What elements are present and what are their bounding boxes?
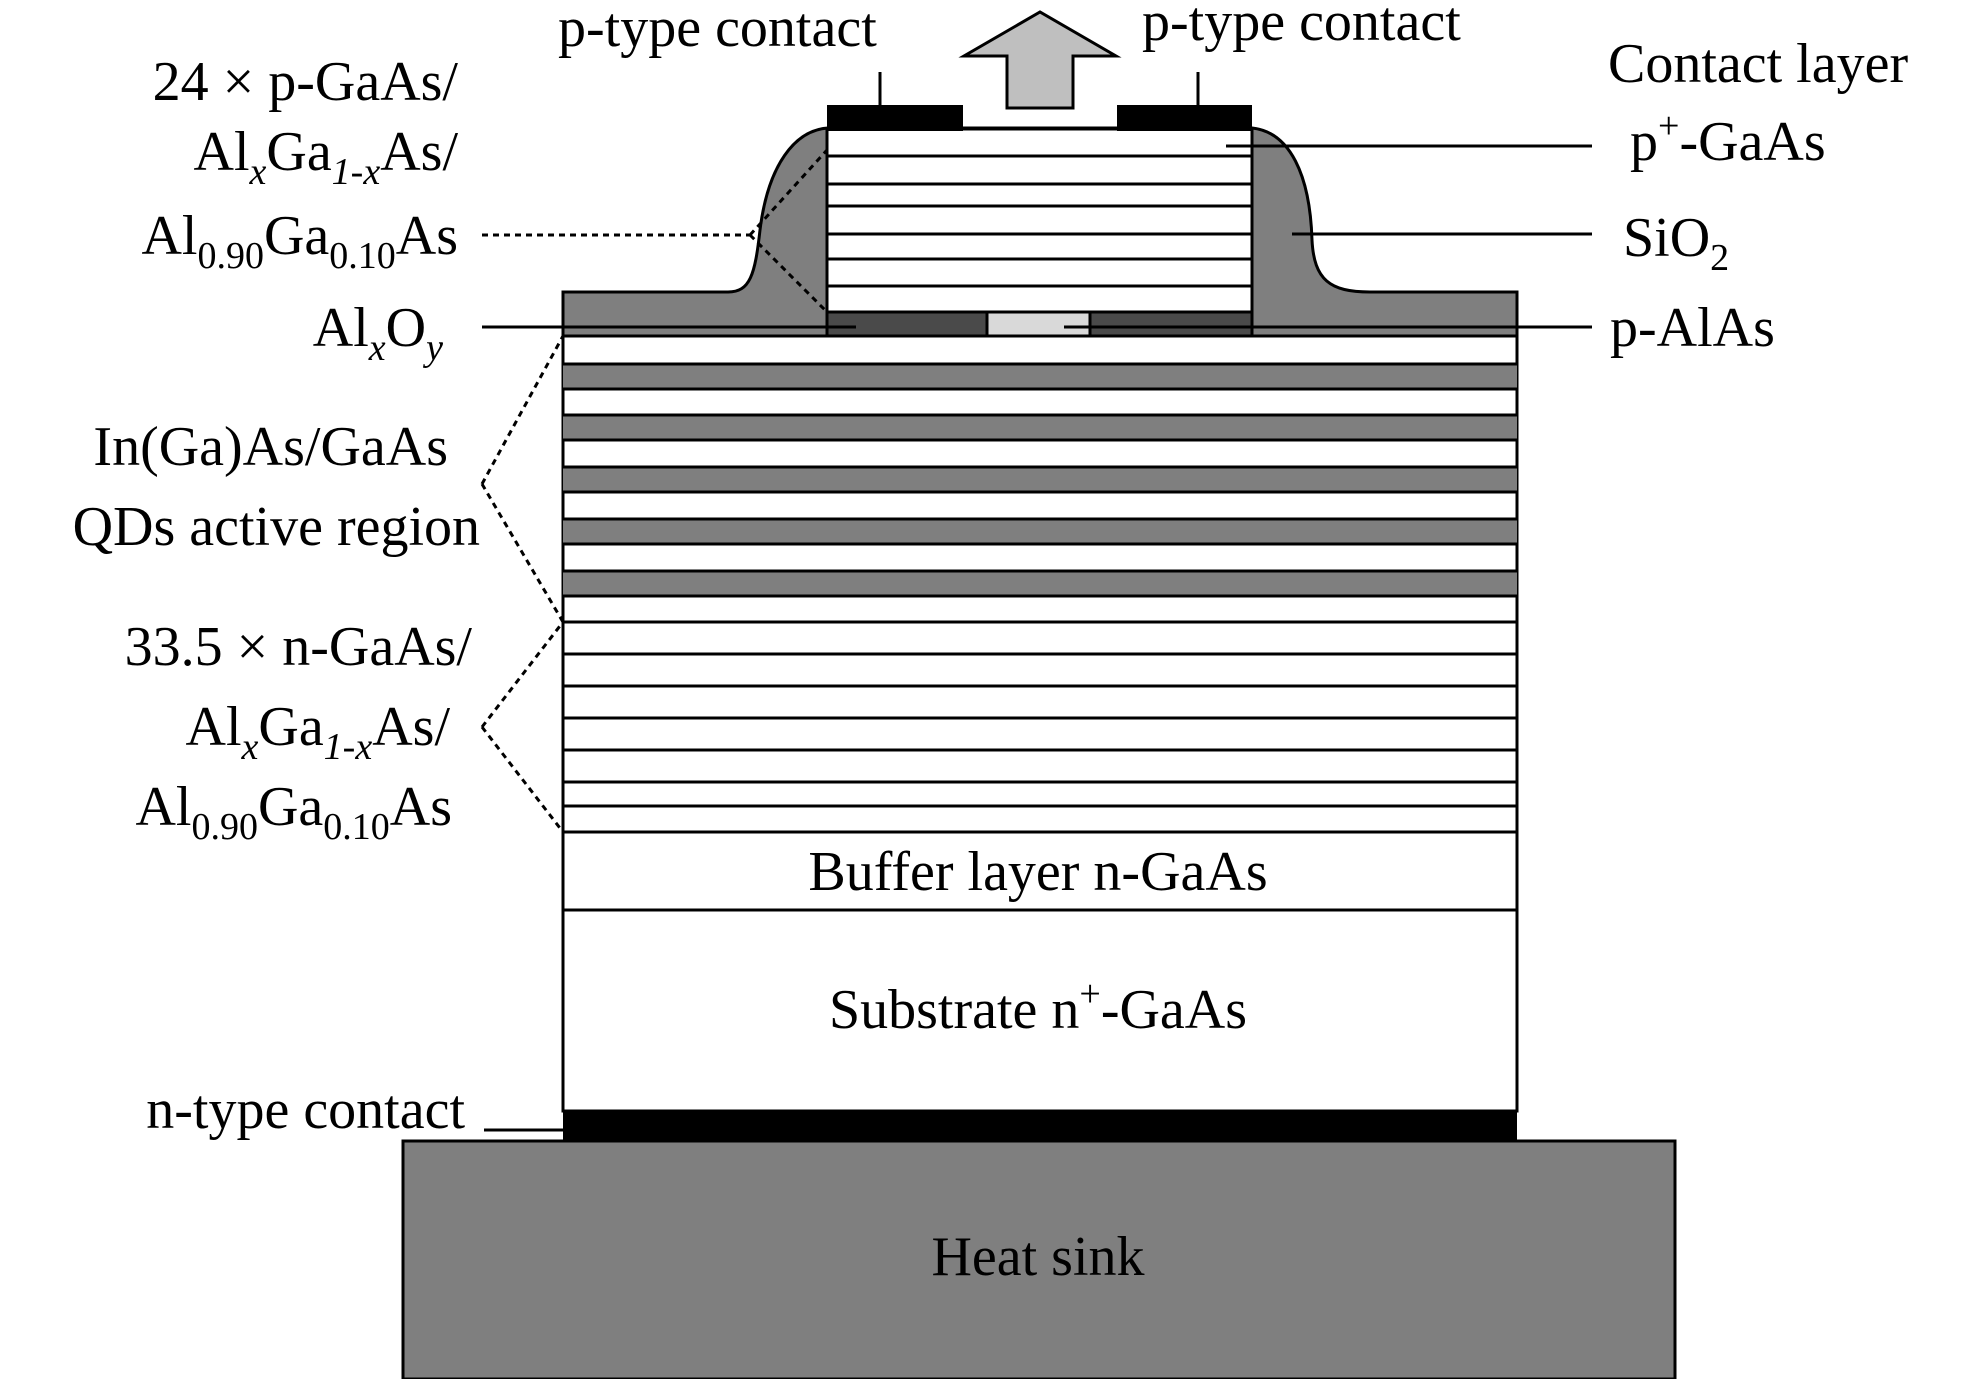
top-dbr-stack [825, 127, 1254, 319]
active-gray-stripe [563, 415, 1517, 440]
top-dbr-brace-dash [748, 148, 829, 237]
bottom-dbr-label-line2: AlxGa1-xAs/ [186, 696, 451, 768]
p-contact-left-pad [827, 105, 963, 131]
buffer-layer-label: Buffer layer n-GaAs [808, 841, 1267, 903]
n-contact-label: n-type contact [146, 1079, 465, 1141]
alxoy-oxide-right [1088, 310, 1254, 338]
bottom-dbr-label-line3: Al0.90Ga0.10As [135, 776, 452, 848]
p-contact-left-label: p-type contact [558, 0, 877, 59]
active-region-label-line2: QDs active region [73, 496, 480, 558]
active-region-label-line1: In(Ga)As/GaAs [93, 416, 448, 478]
active-gray-stripe [563, 571, 1517, 596]
substrate-block [561, 908, 1519, 1113]
emission-arrow-icon [958, 10, 1122, 110]
alxoy-label: AlxOy [313, 297, 443, 369]
bottom-dbr-brace [480, 621, 565, 833]
bottom-dbr-brace-dash [480, 621, 565, 728]
alxoy-oxide-left [825, 310, 989, 338]
sio2-label: SiO2 [1623, 207, 1729, 279]
active-brace-dash [480, 335, 565, 485]
contact-layer-label-line2: p+-GaAs [1630, 105, 1826, 173]
active-gray-stripe [563, 467, 1517, 492]
top-dbr-brace [482, 148, 829, 314]
bottom-dbr-stack [561, 620, 1519, 834]
active-gray-stripe [563, 519, 1517, 544]
p-contact-right-pad [1117, 105, 1252, 131]
bottom-dbr-brace-dash [480, 726, 565, 833]
n-contact-strip [563, 1111, 1517, 1141]
contact-layer-label-line1: Contact layer [1608, 33, 1908, 95]
heat-sink-label: Heat sink [931, 1226, 1144, 1288]
active-brace-dash [480, 483, 565, 623]
bottom-dbr-outline [561, 620, 1519, 834]
top-dbr-label-line2: AlxGa1-xAs/ [194, 121, 459, 193]
active-gray-stripe [563, 364, 1517, 389]
p-alas-aperture [985, 310, 1092, 338]
p-contact-right-label: p-type contact [1142, 0, 1461, 53]
substrate-label: Substrate n+-GaAs [829, 973, 1247, 1041]
top-dbr-label-line3: Al0.90Ga0.10As [141, 205, 458, 277]
active-region-brace [480, 335, 565, 623]
top-dbr-label-line1: 24 × p-GaAs/ [153, 51, 459, 113]
buffer-layer-block [561, 830, 1519, 912]
top-dbr-brace-dash [748, 233, 829, 314]
heat-sink-block [401, 1139, 1677, 1379]
bottom-dbr-label-line1: 33.5 × n-GaAs/ [125, 616, 473, 678]
p-alas-label: p-AlAs [1610, 297, 1775, 359]
active-region-stack [561, 334, 1519, 624]
